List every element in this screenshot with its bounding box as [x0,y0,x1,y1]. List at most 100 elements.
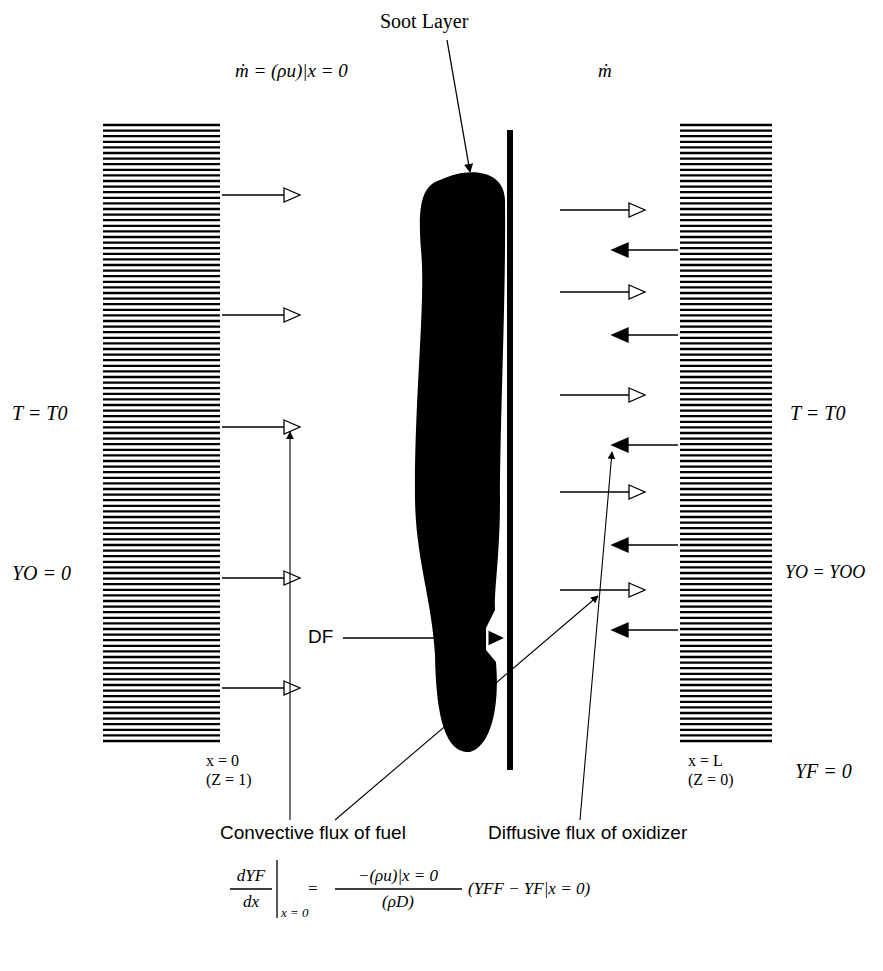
hatch-line [680,729,772,731]
arrow-shaft [628,334,678,335]
leader-line [580,452,612,820]
hatch-line [103,622,220,624]
hatch-line [680,157,772,159]
hatch-line [680,538,772,540]
part-name: Soot Layer [380,10,468,33]
hatch-line [680,505,772,507]
hatch-line [103,684,220,686]
hatch-line [103,482,220,484]
arrow-shaft [628,544,678,545]
hatch-line [103,135,220,137]
leader-line [335,596,598,820]
porous-plate [680,125,772,741]
hatch-line [680,684,772,686]
hatch-line [680,409,772,411]
hatch-line [103,264,220,266]
coordinate-label: (Z = 1) [206,771,251,789]
hatch-line [680,633,772,635]
hatch-line [680,611,772,613]
hatch-line [103,146,220,148]
arrow-shaft [222,577,284,578]
hatch-line [103,583,220,585]
hatch-line [680,499,772,501]
hatch-line [680,365,772,367]
hatch-line [680,381,772,383]
hatch-line [103,124,220,126]
hatch-line [680,264,772,266]
hatch-line [680,230,772,232]
hatch-line [103,348,220,350]
hatch-line [103,678,220,680]
arrow-head [612,243,628,257]
arrow-shaft [560,209,629,210]
hatch-line [680,482,772,484]
hatch-line [680,135,772,137]
hatch-line [103,230,220,232]
arrow-shaft [560,491,629,492]
hatch-line [680,673,772,675]
hatch-line [103,577,220,579]
arrow-shaft [222,314,284,315]
arrow-shaft [222,687,284,688]
equation-term: = [308,879,318,899]
hatch-line [680,124,772,126]
hatch-line [103,325,220,327]
hatch-line [680,258,772,260]
hatch-line [103,129,220,131]
hatch-line [103,174,220,176]
hatch-line [103,342,220,344]
hatch-line [103,538,220,540]
hatch-line [680,471,772,473]
hatch-line [680,645,772,647]
hatch-line [680,163,772,165]
hatch-line [103,717,220,719]
hatch-line [103,432,220,434]
hatch-line [680,437,772,439]
hatch-line [680,605,772,607]
hatch-line [680,331,772,333]
hatch-line [680,706,772,708]
hatch-line [103,734,220,736]
hatch-line [103,712,220,714]
hatch-line [103,337,220,339]
hatch-line [680,174,772,176]
hatch-line [680,488,772,490]
hatch-line [103,253,220,255]
hatch-line [103,169,220,171]
hatch-line [103,163,220,165]
hatch-line [103,370,220,372]
hatch-line [103,314,220,316]
hatch-line [103,617,220,619]
arrow-head [629,203,645,217]
hatch-line [103,639,220,641]
soot-layer [415,172,505,752]
hatch-line [680,617,772,619]
hatch-line [103,225,220,227]
hatch-line [103,505,220,507]
hatch-line [103,185,220,187]
hatch-line [103,594,220,596]
hatch-line [103,729,220,731]
hatch-line [680,516,772,518]
hatch-line [103,600,220,602]
hatch-line [680,421,772,423]
hatch-line [103,269,220,271]
hatch-line [103,572,220,574]
hatch-line [103,387,220,389]
hatch-line [103,633,220,635]
hatch-line [103,689,220,691]
hatch-line [680,667,772,669]
hatch-line [103,667,220,669]
hatch-line [103,533,220,535]
hatch-line [103,292,220,294]
equation-term: dx [243,892,259,912]
arrow-head [629,485,645,499]
hatch-line [103,141,220,143]
hatch-line [103,477,220,479]
hatch-line [680,213,772,215]
equation-term: x = 0 [281,906,309,921]
annotation: Convective flux of fuel [220,822,406,844]
hatch-line [103,331,220,333]
hatch-line [680,320,772,322]
